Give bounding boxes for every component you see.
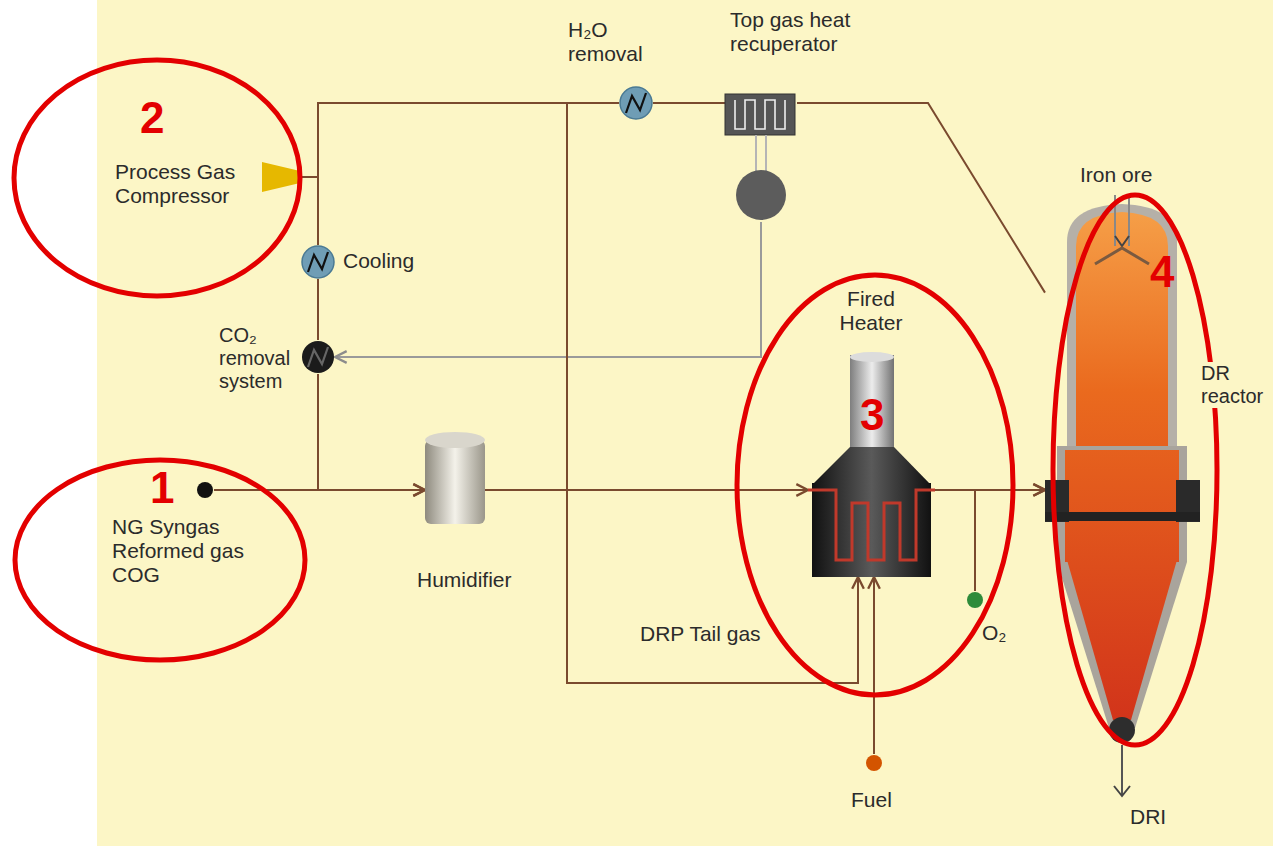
highlight-ellipse	[737, 275, 1013, 695]
equipment-label: O₂	[982, 621, 1007, 645]
equipment-label: CO₂ removal system	[219, 324, 299, 393]
highlight-ellipse	[14, 60, 300, 296]
dri-outlet-arrow	[1114, 745, 1130, 796]
equipment-label: NG Syngas Reformed gas COG	[112, 515, 252, 587]
flow-line	[873, 577, 875, 754]
equipment-label: Cooling	[343, 249, 414, 273]
flow-line	[485, 489, 808, 491]
fuel-dot	[865, 754, 883, 772]
gas-inlet: NG Syngas Reformed gas COG	[196, 481, 214, 499]
humidifier-vessel	[425, 432, 485, 532]
heat-recuperator: Top gas heat recuperator	[725, 94, 797, 222]
cooler-symbol	[301, 245, 335, 279]
equipment-label: Process Gas Compressor	[115, 160, 255, 208]
callout-number: 1	[150, 466, 174, 510]
heater-symbol	[808, 355, 935, 577]
reactor-shaft	[1045, 200, 1200, 745]
cooler-symbol	[619, 86, 653, 120]
flow-line	[653, 102, 725, 104]
flow-line	[335, 222, 761, 357]
oxygen-dot	[966, 591, 984, 609]
equipment-label: Fuel	[851, 788, 892, 812]
recuperator-symbol	[725, 94, 797, 222]
flow-line	[214, 489, 425, 491]
flow-line	[318, 374, 425, 490]
equipment-label: Top gas heat recuperator	[730, 8, 880, 56]
callout-number: 4	[1150, 250, 1174, 294]
material-label: Iron ore	[1080, 164, 1152, 185]
flow-line	[567, 103, 858, 683]
callout-number: 3	[860, 393, 884, 437]
dr-reactor: DR reactor	[1045, 200, 1200, 745]
equipment-label: Humidifier	[417, 568, 512, 592]
fired-heater: Fired Heater	[808, 355, 935, 577]
equipment-label: H₂O removal	[568, 18, 663, 66]
flow-label: DRP Tail gas	[638, 622, 763, 646]
gas-compressor: Process Gas Compressor	[262, 160, 318, 194]
fuel-inlet: Fuel	[865, 754, 883, 772]
co2-removal-symbol	[301, 340, 335, 374]
compressor-symbol	[262, 160, 318, 194]
flow-line	[317, 279, 319, 340]
flow-line	[318, 103, 619, 177]
equipment-label: Fired Heater	[821, 287, 921, 335]
gas-cooler: Cooling	[301, 245, 335, 279]
product-label: DRI	[1130, 806, 1166, 827]
flow-line	[317, 177, 319, 245]
oxygen-inlet: O₂	[966, 591, 984, 609]
callout-number: 2	[140, 96, 164, 140]
humidifier: Humidifier	[425, 432, 485, 532]
highlight-ellipse	[15, 460, 305, 660]
water-removal: H₂O removal	[619, 86, 653, 120]
inlet-dot	[196, 481, 214, 499]
flow-line	[797, 103, 1045, 293]
co2-removal: CO₂ removal system	[301, 340, 335, 374]
highlight-ellipse	[1053, 195, 1217, 745]
equipment-label: DR reactor	[1199, 362, 1269, 408]
